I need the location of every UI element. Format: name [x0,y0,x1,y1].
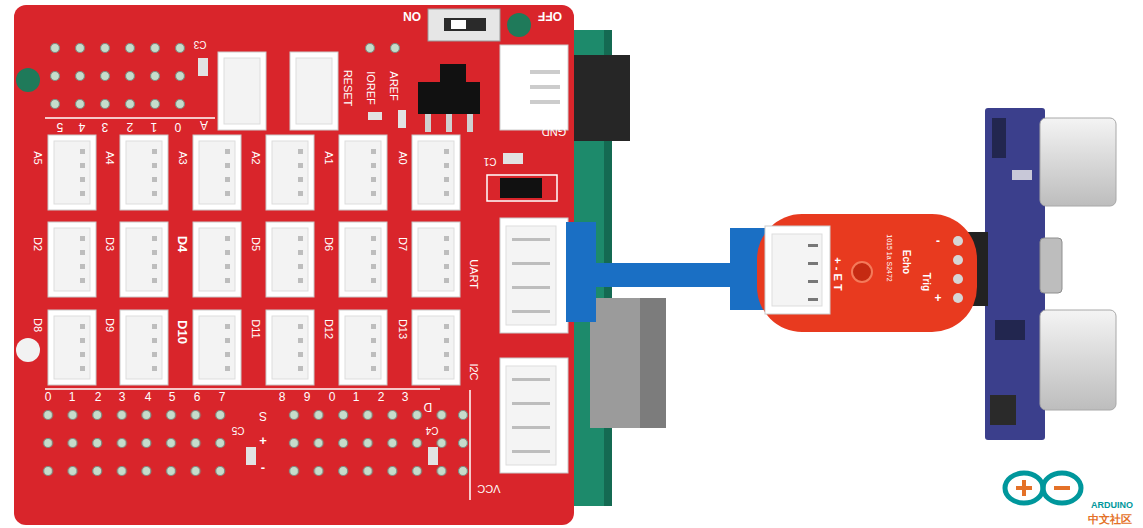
adapter-board: + - E T 1015 1a S2472 EchoTrig - + [757,214,977,332]
pin-label: VCC [477,483,500,494]
pin-label: 1 [353,391,360,403]
pin-label: IOREF [365,71,376,105]
pin-label: 3 [402,391,409,403]
pin-label: A [200,119,208,131]
pin-label: 4 [79,121,86,133]
pin-label: D6 [323,237,334,251]
pin-label: 1 [69,391,76,403]
pin-label: 1 [151,121,158,133]
pin-label: 6 [194,391,201,403]
pin-label: AREF [388,71,399,100]
serial-number: 1015 1a S2472 [886,234,893,282]
pin-label: A1 [323,151,334,164]
pin-label: A2 [250,151,261,164]
pin-label: 8 [279,391,286,403]
pin-label: D9 [104,318,115,332]
pin-label: D8 [32,318,43,332]
pin-label: D3 [104,237,115,251]
pin-label: + [934,292,941,304]
pin-label: C3 [194,39,207,49]
pin-label: 3 [119,391,126,403]
pin-label: 5 [57,121,64,133]
pin-label: D11 [250,319,261,338]
pin-label: D2 [32,237,43,251]
pin-label: - [261,461,265,474]
pin-label: 4 [145,391,152,403]
pin-label: C4 [426,425,439,435]
pin-label: C1 [484,156,497,166]
pin-label: 中文社区 [1088,514,1132,525]
pin-label: Echo [901,250,911,274]
pin-label: - [936,235,940,247]
pin-label: D7 [397,237,408,251]
pin-label: D13 [397,319,408,339]
pin-label: A0 [397,151,408,164]
pin-label: 5 [169,391,176,403]
pin-label: A4 [104,151,115,164]
pin-label: 9 [304,391,311,403]
pin-label: D [424,401,433,413]
pin-label: A5 [32,151,43,164]
pin-label: C5 [232,425,245,435]
pin-label: D5 [250,237,261,251]
pin-label: RESET [342,70,353,107]
pin-label: I2C [468,363,479,380]
pin-label: 3 [102,121,109,133]
pin-label: ON [403,10,421,22]
pin-label: ARDUINO [1091,501,1133,510]
pin-label: 0 [175,121,182,133]
pin-label: 0 [329,391,336,403]
pin-label: S [259,410,267,422]
pin-label: 0 [45,391,52,403]
uart-port: UART [462,216,568,336]
cable [568,275,757,276]
pin-label: 2 [95,391,102,403]
board-marking: + - E T [832,257,843,290]
pin-label: OFF [538,10,562,22]
pin-label: GND [542,126,566,137]
pin-label: A3 [177,151,188,164]
pin-label: Trig [921,273,931,291]
pin-label: D12 [323,319,334,339]
pin-label: D4 [176,236,189,253]
pin-label: 7 [219,391,226,403]
pin-label: + [259,434,267,447]
pin-label: 2 [127,121,134,133]
pin-label: 2 [378,391,385,403]
pin-label: D10 [176,320,189,344]
port-label: UART [468,259,479,289]
